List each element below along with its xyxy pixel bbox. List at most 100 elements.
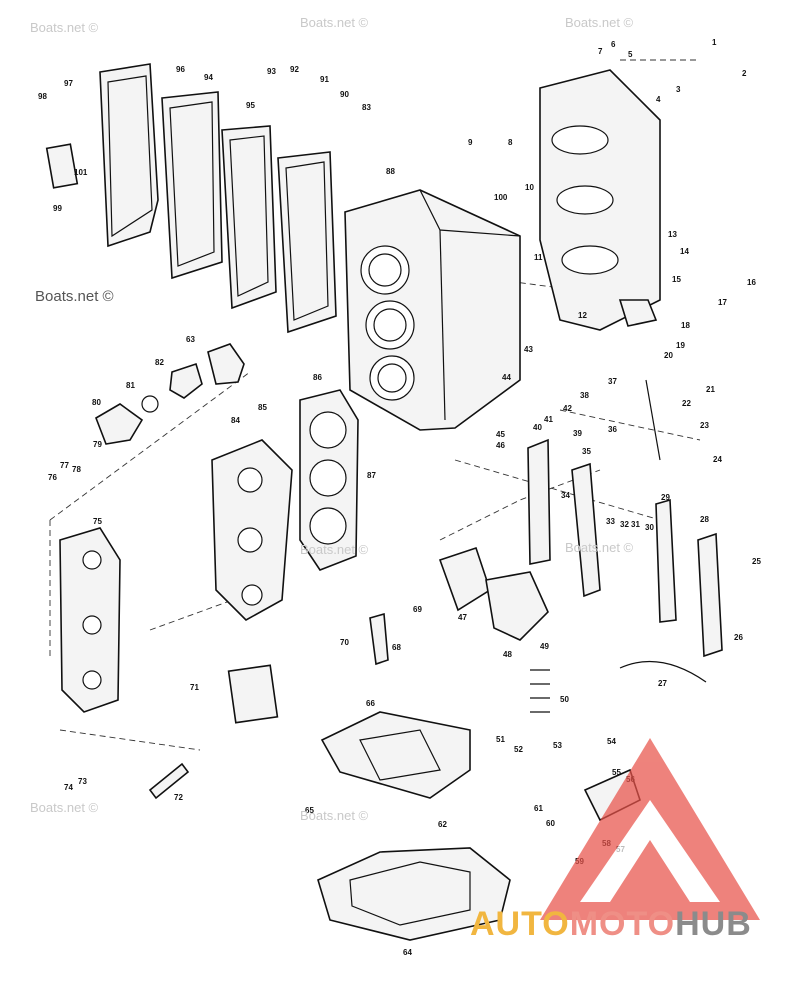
callout-101: 101 [74, 168, 88, 177]
callout-49: 49 [540, 642, 549, 651]
thermostat-gasket [207, 343, 245, 385]
callout-29: 29 [661, 493, 670, 502]
callout-66: 66 [366, 699, 375, 708]
callout-60: 60 [546, 819, 555, 828]
callout-4: 4 [656, 95, 661, 104]
callout-98: 98 [38, 92, 47, 101]
decal-plate [45, 143, 79, 189]
callout-33: 33 [606, 517, 615, 526]
callout-100: 100 [494, 193, 508, 202]
callout-46: 46 [496, 441, 505, 450]
callout-96: 96 [176, 65, 185, 74]
callout-84: 84 [231, 416, 240, 425]
exhaust-cover-group [45, 63, 337, 334]
callout-40: 40 [533, 423, 542, 432]
reed-block-group [438, 546, 549, 641]
callout-25: 25 [752, 557, 761, 566]
logo-part-hub: HUB [675, 905, 752, 943]
callout-36: 36 [608, 425, 617, 434]
callout-9: 9 [468, 138, 473, 147]
reed-block [485, 571, 549, 641]
callout-21: 21 [706, 385, 715, 394]
callout-90: 90 [340, 90, 349, 99]
adapter-gasket [320, 711, 471, 799]
callout-76: 76 [48, 473, 57, 482]
callout-51: 51 [496, 735, 505, 744]
cylinder-head-group [211, 389, 359, 621]
callout-18: 18 [681, 321, 690, 330]
callout-30: 30 [645, 523, 654, 532]
logo-triangle [540, 738, 760, 920]
callout-6: 6 [611, 40, 616, 49]
exhaust-cover [99, 63, 159, 248]
callout-72: 72 [174, 793, 183, 802]
callout-7: 7 [598, 47, 603, 56]
callout-16: 16 [747, 278, 756, 287]
filter-box [227, 664, 279, 724]
watermark-mid-right: Boats.net © [565, 540, 634, 555]
callout-32: 32 [620, 520, 629, 529]
callout-92: 92 [290, 65, 299, 74]
transfer-cover-a [527, 438, 551, 565]
callout-38: 38 [580, 391, 589, 400]
callout-37: 37 [608, 377, 617, 386]
callout-10: 10 [525, 183, 534, 192]
bracket [618, 299, 658, 327]
callout-14: 14 [680, 247, 689, 256]
transfer-cover-b [571, 462, 601, 598]
callout-22: 22 [682, 399, 691, 408]
cylinder-block-group [344, 189, 521, 431]
link-arm [369, 612, 389, 666]
callout-31: 31 [631, 520, 640, 529]
callout-11: 11 [534, 253, 543, 262]
callout-50: 50 [560, 695, 569, 704]
callout-20: 20 [664, 351, 673, 360]
callout-2: 2 [742, 69, 747, 78]
callout-77: 77 [60, 461, 69, 470]
cover-gasket-b [221, 125, 277, 310]
callout-12: 12 [578, 311, 587, 320]
callout-70: 70 [340, 638, 349, 647]
callout-97: 97 [64, 79, 73, 88]
reed-plate-gasket [438, 546, 491, 612]
spring-clip [530, 669, 550, 713]
callout-74: 74 [64, 783, 73, 792]
callout-69: 69 [413, 605, 422, 614]
callout-95: 95 [246, 101, 255, 110]
callout-3: 3 [676, 85, 681, 94]
callout-17: 17 [718, 298, 727, 307]
callout-41: 41 [544, 415, 553, 424]
callout-86: 86 [313, 373, 322, 382]
callout-82: 82 [155, 358, 164, 367]
watermark-bottom-left: Boats.net © [30, 800, 99, 815]
watermark-mid: Boats.net © [300, 542, 369, 557]
callout-34: 34 [561, 491, 570, 500]
thermostat [169, 362, 203, 399]
callout-62: 62 [438, 820, 447, 829]
callout-52: 52 [514, 745, 523, 754]
transfer-cover-c [655, 498, 677, 623]
callout-64: 64 [403, 948, 412, 957]
callout-26: 26 [734, 633, 743, 642]
callout-99: 99 [53, 204, 62, 213]
transfer-covers-group [527, 438, 723, 683]
callout-28: 28 [700, 515, 709, 524]
throttle-shaft [645, 379, 661, 461]
callout-5: 5 [628, 50, 633, 59]
callout-54: 54 [607, 737, 616, 746]
callout-13: 13 [668, 230, 677, 239]
callout-87: 87 [367, 471, 376, 480]
cover-gasket-a [161, 91, 223, 280]
callout-91: 91 [320, 75, 329, 84]
callout-61: 61 [534, 804, 543, 813]
callout-45: 45 [496, 430, 505, 439]
watermark-top-left: Boats.net © [30, 20, 99, 35]
watermark-left-dark: Boats.net © [35, 288, 114, 305]
callout-65: 65 [305, 806, 314, 815]
callout-63: 63 [186, 335, 195, 344]
callout-35: 35 [582, 447, 591, 456]
callout-44: 44 [502, 373, 511, 382]
callout-43: 43 [524, 345, 533, 354]
callout-23: 23 [700, 421, 709, 430]
